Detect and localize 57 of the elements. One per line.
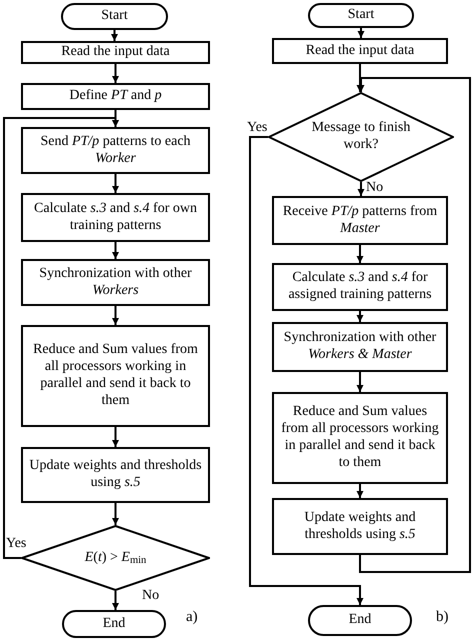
box-label: Calculate s.3 and s.4 for assigned training patterns — [287, 270, 433, 304]
arrow — [3, 117, 119, 559]
box-label: End — [348, 612, 372, 629]
process-box — [21, 193, 210, 242]
box-label: End — [102, 616, 126, 632]
arrow — [356, 484, 364, 498]
box-label: Update weights and thresholds using s.5 — [28, 458, 203, 492]
decision-diamond — [268, 92, 454, 182]
box-label: Reduce and Sum values from all processors working in parallel and send it back to them — [32, 342, 199, 410]
box-label: Receive PT/p patterns from Master — [282, 204, 438, 238]
arrow — [356, 64, 364, 92]
arrow — [112, 427, 119, 447]
arrow — [358, 182, 364, 196]
arrow — [112, 306, 119, 325]
arrow — [356, 372, 364, 392]
arrow — [249, 136, 364, 605]
terminal-shape — [61, 3, 168, 30]
process-box — [21, 447, 210, 503]
arrow — [111, 30, 118, 41]
arrow — [356, 245, 364, 263]
arrow — [112, 64, 119, 83]
process-box — [272, 392, 448, 484]
box-label: Synchronization with other Workers — [38, 266, 193, 300]
box-label: Reduce and Sum values from all processors working in parallel and send it back to them — [280, 404, 440, 472]
arrow — [112, 503, 119, 525]
arrow — [358, 28, 364, 38]
process-box — [21, 83, 210, 110]
box-label: Read the input data — [61, 44, 170, 61]
box-label: Calculate s.3 and s.4 for own training patterns — [33, 200, 198, 234]
arrow — [112, 591, 119, 610]
box-label: E(t) > E$_{min}$ — [84, 550, 146, 566]
box-label: Define PT and p — [69, 88, 162, 105]
panel-label: b) — [436, 610, 448, 625]
terminal-shape — [308, 3, 414, 28]
terminal-shape — [308, 605, 412, 636]
process-box — [272, 322, 448, 372]
arrow — [112, 174, 119, 193]
box-label: Update weights and thresholds using s.5 — [303, 510, 417, 544]
box-label: Send PT/p patterns to each Worker — [39, 134, 192, 168]
arrow — [356, 311, 364, 322]
box-label: Start — [348, 7, 374, 24]
panel-label: a) — [186, 610, 198, 625]
process-box — [272, 38, 448, 64]
box-label: Message to finish work? — [310, 120, 412, 154]
box-label: Read the input data — [306, 42, 414, 60]
arrow — [358, 77, 471, 573]
box-label: Start — [101, 8, 128, 25]
process-box — [272, 196, 448, 245]
process-box — [21, 41, 210, 64]
process-box — [272, 263, 448, 311]
process-box — [21, 127, 210, 174]
box-label: Synchronization with other Workers & Master — [282, 330, 438, 364]
process-box — [272, 498, 448, 555]
terminal-shape — [62, 610, 166, 638]
process-box — [21, 325, 210, 427]
process-box — [21, 259, 210, 306]
arrow — [112, 242, 119, 259]
